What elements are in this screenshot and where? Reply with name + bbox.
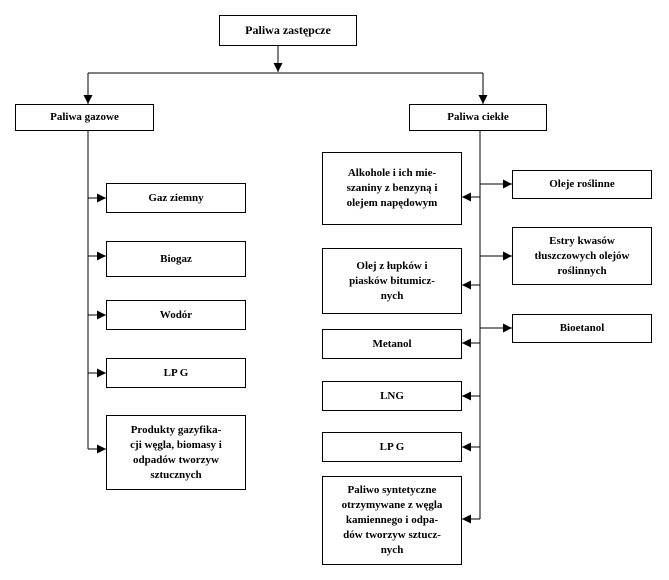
liquid-fuels-node: Paliwa ciekłe <box>409 104 547 131</box>
gas-item-natural-gas: Gaz ziemny <box>106 183 246 213</box>
gas-item-gasification-products: Produkty gazyfika- cji węgla, biomasy i … <box>106 415 246 490</box>
liquid-item-alcohols: Alkohole i ich mie- szaniny z benzyną i … <box>322 152 462 225</box>
liquid-item-lng: LNG <box>322 381 462 411</box>
liquid-item-methanol: Metanol <box>322 329 462 359</box>
liquid-item-vegetable-oils: Oleje roślinne <box>512 170 652 199</box>
gas-fuels-node: Paliwa gazowe <box>15 104 154 131</box>
root-node: Paliwa zastępcze <box>219 15 357 46</box>
liquid-item-fatty-acid-esters: Estry kwasów tłuszczowych olejów roślinn… <box>512 227 652 285</box>
liquid-item-synthetic-fuel: Paliwo syntetyczne otrzymywane z węgla k… <box>322 476 462 565</box>
liquid-item-bioethanol: Bioetanol <box>512 314 652 343</box>
gas-item-hydrogen: Wodór <box>106 300 246 330</box>
liquid-item-lpg: LP G <box>322 432 462 462</box>
liquid-item-shale-oil: Olej z łupków i piasków bitumicz- nych <box>322 248 462 314</box>
gas-item-lpg: LP G <box>106 358 246 388</box>
gas-item-biogas: Biogaz <box>106 241 246 277</box>
